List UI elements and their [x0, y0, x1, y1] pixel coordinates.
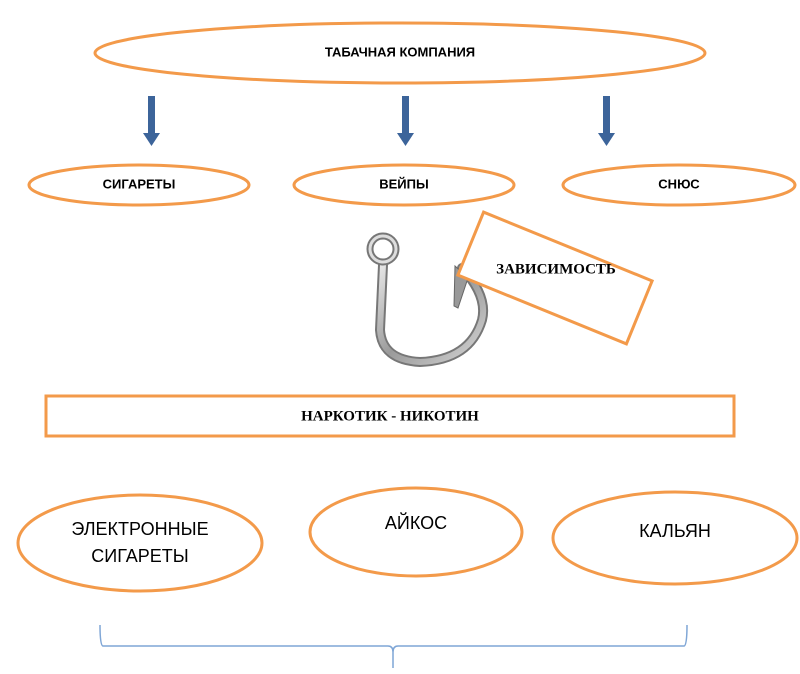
product-node-cigarettes: СИГАРЕТЫ: [27, 163, 251, 207]
dependency-box: ЗАВИСИМОСТЬ: [455, 210, 655, 346]
node-hookah: КАЛЬЯН: [551, 490, 799, 586]
svg-text:АЙКОС: АЙКОС: [385, 512, 447, 533]
node-e-cigarettes: ЭЛЕКТРОННЫЕ СИГАРЕТЫ: [16, 493, 264, 593]
svg-text:СИГАРЕТЫ: СИГАРЕТЫ: [103, 176, 176, 191]
svg-text:НАРКОТИК - НИКОТИН: НАРКОТИК - НИКОТИН: [301, 408, 479, 424]
company-node: ТАБАЧНАЯ КОМПАНИЯ: [93, 21, 707, 85]
product-node-vapes: ВЕЙПЫ: [292, 163, 516, 207]
arrow-down-icon: [143, 96, 615, 146]
node-iqos: АЙКОС: [308, 486, 524, 578]
product-node-snus: СНЮС: [561, 163, 797, 207]
svg-text:ЭЛЕКТРОННЫЕ: ЭЛЕКТРОННЫЕ: [71, 519, 208, 539]
svg-text:ТАБАЧНАЯ КОМПАНИЯ: ТАБАЧНАЯ КОМПАНИЯ: [325, 44, 475, 59]
svg-text:СНЮС: СНЮС: [658, 176, 700, 191]
svg-text:СИГАРЕТЫ: СИГАРЕТЫ: [91, 546, 188, 566]
drug-box: НАРКОТИК - НИКОТИН: [44, 394, 736, 438]
svg-text:ЗАВИСИМОСТЬ: ЗАВИСИМОСТЬ: [496, 261, 616, 277]
svg-text:ВЕЙПЫ: ВЕЙПЫ: [379, 176, 428, 191]
svg-text:КАЛЬЯН: КАЛЬЯН: [639, 521, 711, 541]
curly-brace: [99, 624, 688, 668]
